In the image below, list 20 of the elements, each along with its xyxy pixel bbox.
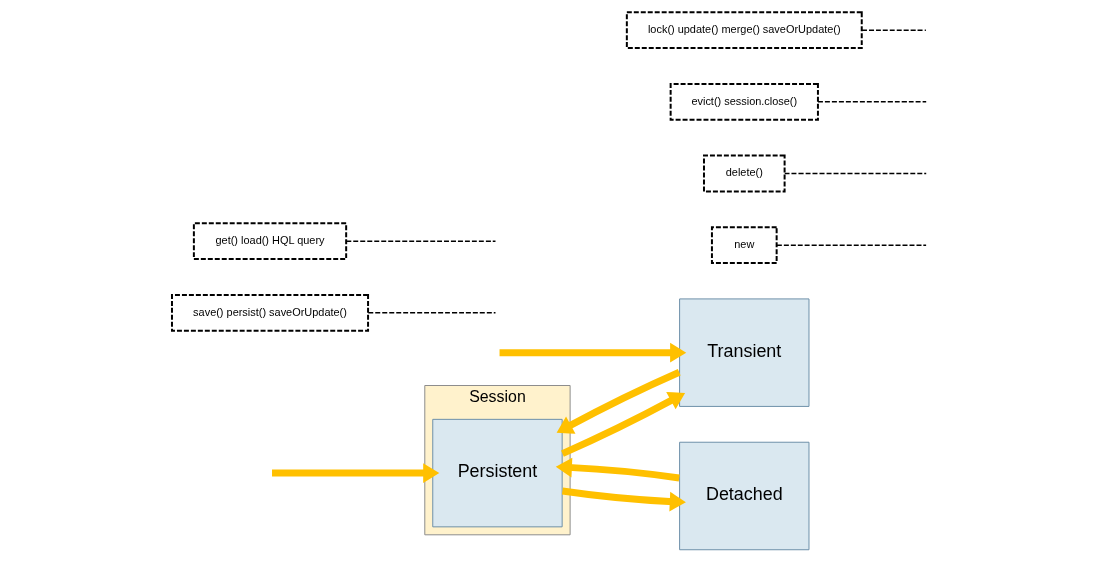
- connector: [783, 172, 927, 175]
- node-box: Persistent: [431, 418, 563, 528]
- node-box: delete(): [702, 154, 786, 193]
- arrow: [556, 369, 681, 434]
- node-box: lock() update() merge() saveOrUpdate(): [625, 11, 863, 50]
- node-box: Transient: [678, 298, 809, 407]
- arrow: [561, 487, 686, 512]
- arrow: [560, 391, 685, 457]
- connector: [367, 312, 496, 314]
- node-box: Detached: [678, 441, 809, 551]
- arrow: [555, 457, 680, 482]
- node-box: new: [710, 226, 778, 265]
- connector: [860, 29, 927, 31]
- connector: [345, 240, 496, 242]
- node-box: save() persist() saveOrUpdate(): [170, 293, 369, 332]
- arrow: [271, 463, 439, 483]
- connector: [775, 244, 927, 246]
- node-box: get() load() HQL query: [192, 222, 347, 261]
- node-box: evict() session.close(): [669, 82, 819, 121]
- connector: [816, 101, 927, 103]
